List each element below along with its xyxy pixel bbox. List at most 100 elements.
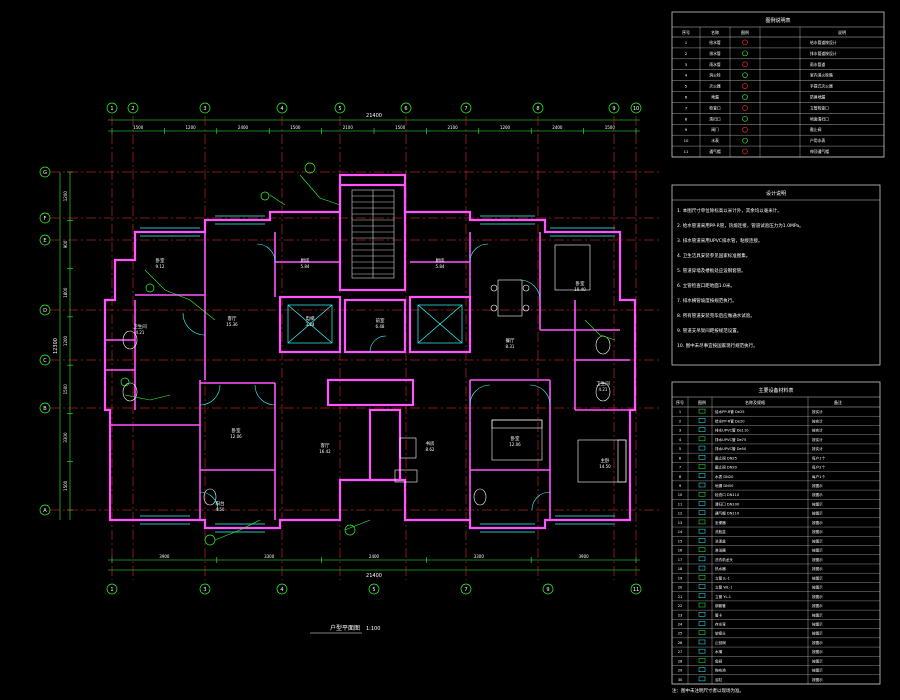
- note-line: 10. 图中未尽事宜按国家现行规范执行。: [677, 342, 758, 349]
- material-cell: 按图示: [812, 529, 823, 534]
- material-cell: 6: [679, 456, 682, 460]
- material-cell: 检查口 DN110: [715, 492, 740, 497]
- legend-cell: 雨水管: [709, 62, 721, 67]
- material-symbol: [698, 584, 706, 589]
- material-cell: 1: [679, 410, 681, 414]
- material-cell: 20: [678, 586, 683, 590]
- material-cell: 23: [678, 613, 683, 617]
- material-cell: 11: [678, 502, 683, 506]
- material-cell: 按实计: [812, 418, 823, 423]
- material-cell: 止回阀: [715, 640, 726, 645]
- legend-cell: 检查口: [709, 105, 721, 110]
- axis-bubble: [199, 102, 211, 114]
- material-header: 图例: [698, 399, 706, 405]
- legend-cell: 10: [684, 138, 689, 143]
- room-name: 卧室: [156, 257, 165, 264]
- material-symbol: [698, 482, 706, 488]
- material-cell: 给水PP-R管 De25: [715, 409, 745, 414]
- material-cell: 按图示: [812, 483, 823, 488]
- axis-label-bottom: 1: [110, 587, 113, 593]
- dimension-segment-label: 1500: [290, 125, 301, 130]
- room-area: 16.42: [319, 449, 331, 454]
- room-area: 6.48: [376, 324, 385, 329]
- material-symbol: [698, 630, 706, 635]
- material-cell: 21: [678, 595, 683, 599]
- room-area: 9.12: [156, 264, 165, 269]
- material-cell: 按图示: [812, 621, 823, 626]
- material-cell: 每户2个: [812, 465, 825, 470]
- legend-cell: 11: [684, 149, 689, 154]
- material-symbol: [698, 556, 706, 562]
- dimension-lines: [59, 119, 640, 571]
- material-symbol: [698, 501, 706, 506]
- dimension-segment-label: 1200: [63, 191, 68, 202]
- axis-bubble: [106, 102, 118, 114]
- material-symbol: [698, 491, 706, 497]
- legend-symbol: [742, 148, 748, 155]
- material-cell: 拖布池: [715, 668, 726, 673]
- legend-header: 说明: [838, 29, 846, 35]
- material-cell: 立管 JL-1: [715, 575, 730, 580]
- material-cell: 按图示: [812, 603, 823, 608]
- material-cell: 截止阀 DN25: [715, 455, 737, 460]
- axis-label-top: 4: [280, 106, 283, 112]
- axis-bubble: [39, 234, 51, 246]
- room-name: 前室: [376, 317, 385, 324]
- legend-cell: 通气帽: [709, 149, 721, 154]
- legend-symbol: [742, 83, 748, 89]
- dimension-segment-label: 1500: [133, 125, 144, 130]
- material-cell: 19: [678, 576, 683, 580]
- dimension-segment-label: 1200: [186, 125, 197, 130]
- legend-symbol: [742, 50, 748, 57]
- axis-bubble: [630, 102, 642, 114]
- axis-label-top: 5: [338, 106, 341, 112]
- material-symbol: [698, 565, 706, 571]
- room-area: 10.40: [574, 287, 586, 292]
- stair-treads: [352, 195, 394, 275]
- notes-table-rows: 1. 本图尺寸单位除标高以米计外，其余均以毫米计。2. 给水管道采用PP-R管，…: [672, 199, 880, 349]
- legend-cell: 地漏: [711, 95, 719, 100]
- material-cell: 坐便器: [715, 520, 726, 525]
- material-cell: 按图示: [812, 612, 823, 617]
- room-area: 12.06: [509, 442, 521, 447]
- material-symbol: [698, 648, 706, 654]
- dimension-segment-label: 1500: [605, 125, 616, 130]
- legend-cell: 5: [685, 84, 688, 89]
- legend-cell: 雨水管道: [810, 62, 825, 67]
- axis-label-bottom: 3: [203, 587, 206, 593]
- dimension-segment-label: 3900: [579, 554, 590, 559]
- axis-bubble: [127, 102, 139, 114]
- material-cell: 洗脸盆: [715, 529, 726, 534]
- axis-label-bottom: 7: [464, 587, 467, 593]
- legend-cell: 防臭地漏: [810, 95, 825, 100]
- material-symbol: [698, 408, 706, 414]
- note-line: 3. 排水管道采用UPVC排水管，粘接连接。: [677, 237, 762, 244]
- axis-label-top: 2: [131, 106, 134, 112]
- material-symbol: [698, 575, 706, 580]
- room-name: 卧室: [576, 280, 585, 287]
- material-cell: 排水UPVC管 De75: [715, 437, 746, 442]
- axis-label-bottom: 4: [280, 587, 283, 593]
- notes-table: [671, 184, 881, 366]
- legend-symbol: [742, 116, 748, 122]
- material-cell: 立管 WL-1: [715, 585, 732, 590]
- material-cell: 29: [678, 669, 683, 673]
- elevator-right: [417, 304, 463, 344]
- note-line: 7. 排水横管坡度按规范执行。: [677, 297, 737, 304]
- material-cell: 管卡: [715, 612, 723, 617]
- room-name: 厨房: [436, 257, 445, 264]
- axis-label-top: 6: [404, 106, 407, 112]
- room-name: 厨房: [301, 257, 310, 264]
- note-line: 6. 立管检查口距地面1.0米。: [677, 282, 735, 289]
- material-cell: 给水PP-R管 De20: [715, 418, 745, 423]
- material-cell: 淋浴器: [715, 548, 726, 553]
- room-area: 3.24: [306, 322, 315, 327]
- axis-bubble: [630, 583, 642, 595]
- legend-symbol: [742, 39, 748, 46]
- room-area: 14.50: [599, 464, 611, 469]
- room-area: 5.84: [436, 264, 445, 269]
- material-cell: 软接头: [715, 631, 726, 636]
- material-cell: 14: [678, 530, 683, 534]
- axis-label-top: 3: [203, 106, 206, 112]
